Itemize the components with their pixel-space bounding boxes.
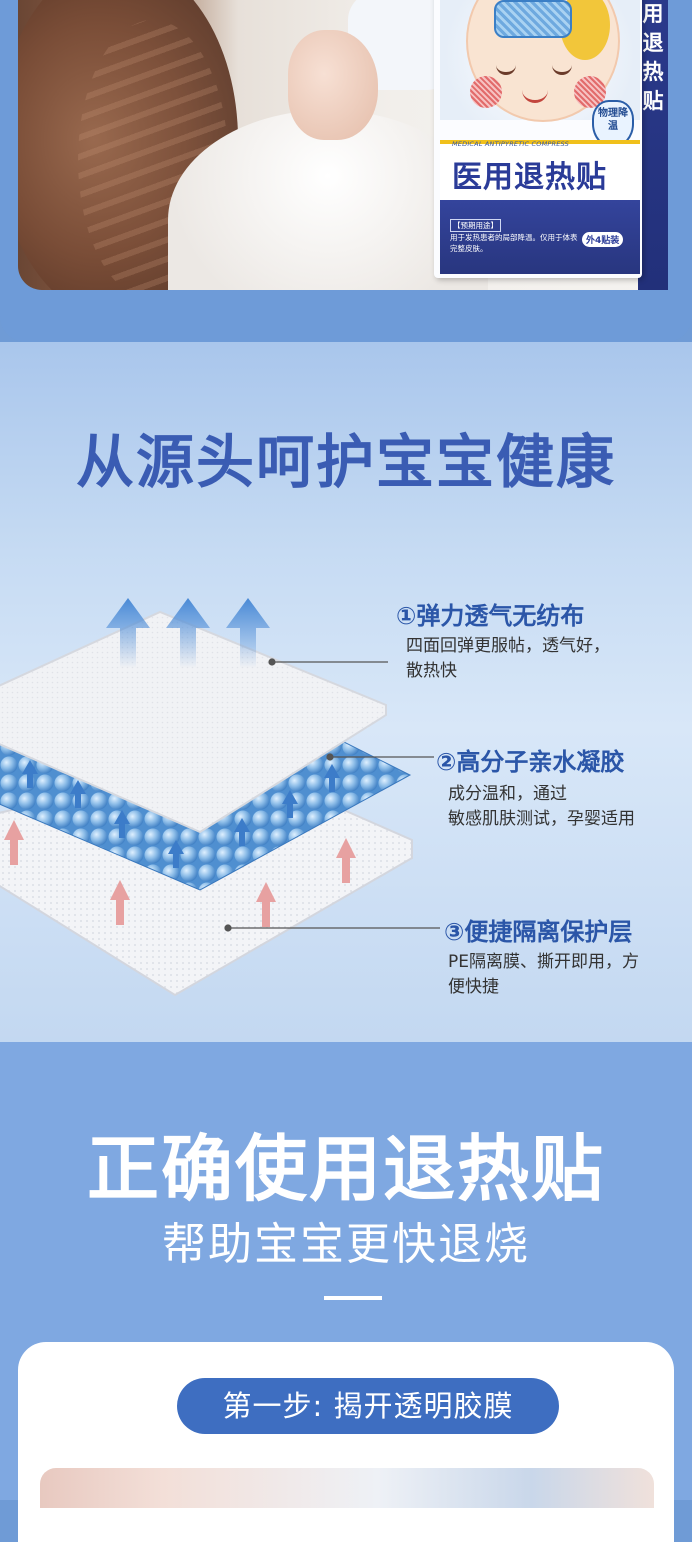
leader-dot-3 bbox=[224, 924, 232, 932]
box-count-badge: 外4贴装 bbox=[582, 232, 624, 247]
heat-arrow-2 bbox=[110, 880, 130, 925]
mouth-illustration bbox=[522, 88, 548, 103]
gel-arrow-2 bbox=[114, 810, 130, 838]
gel-arrow-3 bbox=[168, 840, 184, 868]
layers-diagram bbox=[0, 598, 440, 997]
layer1-desc-line: 四面回弹更服帖，透气好， bbox=[406, 636, 610, 656]
heat-arrows-bottom bbox=[4, 820, 356, 927]
leader-lines bbox=[224, 658, 440, 932]
breath-arrows bbox=[106, 598, 270, 668]
product-box-side bbox=[638, 0, 668, 290]
layer1-title: ①弹力透气无纺布 bbox=[396, 602, 585, 630]
gel-arrow-1 bbox=[70, 780, 86, 808]
gel-arrow-4 bbox=[234, 818, 250, 846]
breath-arrow-1 bbox=[106, 598, 150, 668]
layer2-desc-line: 成分温和，通过 bbox=[448, 784, 567, 804]
step1-photo bbox=[40, 1468, 654, 1508]
box-use-desc: 用于发热患者的局部降温。仅用于体表完整皮肤。 bbox=[450, 233, 578, 253]
box-use-title: 【预期用途】 bbox=[450, 219, 501, 232]
layer3-desc: PE隔离膜、撕开即用，方 便快捷 bbox=[448, 950, 688, 1000]
box-name-band bbox=[440, 140, 640, 202]
usage-section-title: 正确使用退热贴 bbox=[86, 1127, 605, 1211]
gel-arrow-7 bbox=[22, 760, 38, 788]
cooling-patch-illustration bbox=[494, 0, 572, 38]
heat-arrow-3 bbox=[256, 882, 276, 927]
leader-dot-2 bbox=[326, 753, 334, 761]
layers-section-title: 从源头呵护宝宝健康 bbox=[75, 428, 616, 496]
layer3-title: ③便捷隔离保护层 bbox=[444, 918, 633, 946]
gel-arrow-5 bbox=[282, 790, 298, 818]
heat-arrow-4 bbox=[336, 838, 356, 883]
breath-arrow-3 bbox=[226, 598, 270, 668]
layer2-desc: 成分温和，通过 敏感肌肤测试，孕婴适用 bbox=[448, 782, 688, 832]
box-product-name: 医用退热贴 bbox=[452, 160, 607, 195]
layer3-desc-line: 便快捷 bbox=[448, 977, 499, 997]
shield-text: 物理降温 bbox=[598, 108, 628, 132]
layer1-desc-line: 散热快 bbox=[406, 661, 457, 681]
breath-arrow-2 bbox=[166, 598, 210, 668]
box-english-name: MEDICAL ANTIPYRETIC COMPRESS bbox=[452, 140, 569, 148]
heat-arrow-1 bbox=[4, 820, 24, 865]
baby-arm bbox=[288, 30, 378, 140]
nonwoven-layer bbox=[0, 610, 387, 834]
layer1-desc: 四面回弹更服帖，透气好， 散热快 bbox=[406, 634, 646, 684]
layer2-desc-line: 敏感肌肤测试，孕婴适用 bbox=[448, 809, 635, 829]
layer3-desc-line: PE隔离膜、撕开即用，方 bbox=[448, 952, 639, 972]
step-card bbox=[18, 1342, 674, 1542]
usage-section-subtitle: 帮助宝宝更快退烧 bbox=[162, 1219, 530, 1270]
title-divider bbox=[324, 1296, 382, 1300]
right-eye-illustration bbox=[552, 62, 572, 75]
left-cheek-illustration bbox=[470, 76, 502, 108]
box-side-text: 用退热贴 bbox=[642, 2, 664, 113]
gel-arrows bbox=[22, 760, 340, 868]
left-eye-illustration bbox=[496, 62, 516, 75]
leader-dot-1 bbox=[268, 658, 276, 666]
layer2-title: ②高分子亲水凝胶 bbox=[436, 748, 625, 776]
step1-label: 第一步: 揭开透明胶膜 bbox=[177, 1378, 559, 1434]
gel-arrow-6 bbox=[324, 764, 340, 792]
